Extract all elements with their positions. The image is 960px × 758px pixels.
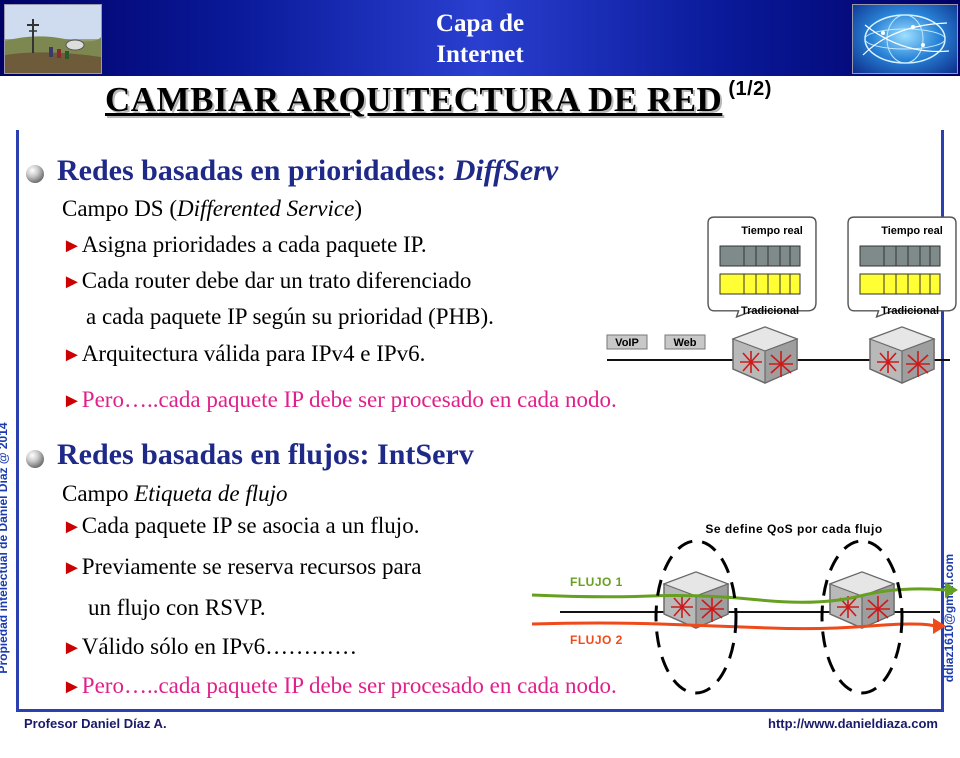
arrow-bullet-icon: ► <box>62 557 82 579</box>
section2-item-text: Válido sólo en IPv6………… <box>81 634 358 659</box>
section2-item-text: Cada paquete IP se asocia a un flujo. <box>81 513 420 538</box>
section2-field: Campo Etiqueta de flujo <box>62 480 288 508</box>
header-photo-right <box>852 4 958 74</box>
section1-item: ►Asigna prioridades a cada paquete IP. <box>62 231 427 260</box>
section1-item-continuation: a cada paquete IP según su prioridad (PH… <box>86 304 494 329</box>
section2-item: ►Cada paquete IP se asocia a un flujo. <box>62 512 419 541</box>
section1-item: ►Cada router debe dar un trato diferenci… <box>62 267 471 296</box>
arrow-bullet-icon: ► <box>62 344 82 366</box>
copyright-side-text: Propiedad intelectual de Daniel Díaz @ 2… <box>0 422 10 674</box>
section1-warning-text: Pero…..cada paquete IP debe ser procesad… <box>81 387 617 412</box>
section1-bullet-icon <box>26 165 44 183</box>
slide-title: CAMBIAR ARQUITECTURA DE RED(1/2) <box>105 78 772 120</box>
arrow-bullet-icon: ► <box>62 516 82 538</box>
section1-heading-italic: DiffServ <box>453 154 559 187</box>
section2-item: ►Previamente se reserva recursos para <box>62 553 422 582</box>
section1-warning-item: ►Pero…..cada paquete IP debe ser procesa… <box>62 386 617 415</box>
header-photo-left <box>4 4 102 74</box>
header-banner: Capa de Internet <box>0 0 960 76</box>
section2-field-text: Campo <box>62 481 135 506</box>
section2-bullet-icon <box>26 450 44 468</box>
section1-field-italic: Differented Service <box>177 196 355 221</box>
section1-field: Campo DS (Differented Service) <box>62 195 362 223</box>
arrow-bullet-icon: ► <box>62 637 82 659</box>
arrow-bullet-icon: ► <box>62 676 82 698</box>
section2-heading: Redes basadas en flujos: IntServ <box>57 438 474 471</box>
header-title: Capa de Internet <box>380 8 580 72</box>
header-title-line2: Internet <box>436 41 524 68</box>
globe-network-image <box>862 14 950 64</box>
section1-item-text: Asigna prioridades a cada paquete IP. <box>81 232 427 257</box>
section1-field-text-b: ) <box>354 196 362 221</box>
header-title-line1: Capa de <box>435 10 525 37</box>
section1-field-text-a: Campo DS ( <box>62 196 177 221</box>
section1-heading: Redes basadas en prioridades: DiffServ <box>57 154 558 188</box>
antenna-field-image <box>5 5 101 73</box>
section2-item-continuation: un flujo con RSVP. <box>88 595 266 620</box>
arrow-bullet-icon: ► <box>62 235 82 257</box>
section2-field-italic: Etiqueta de flujo <box>134 481 288 506</box>
slide-title-main: CAMBIAR ARQUITECTURA DE RED <box>105 80 723 119</box>
arrow-bullet-icon: ► <box>62 271 82 293</box>
footer-url[interactable]: http://www.danieldiaza.com <box>768 716 938 731</box>
section1-heading-text: Redes basadas en prioridades: <box>57 154 454 187</box>
section1-item: ►Arquitectura válida para IPv4 e IPv6. <box>62 340 425 369</box>
section2-item: ►Válido sólo en IPv6………… <box>62 633 357 662</box>
arrow-bullet-icon: ► <box>62 390 82 412</box>
section2-item-text: Previamente se reserva recursos para <box>81 554 422 579</box>
email-side-text: ddiaz1610@gmail.com <box>942 553 956 683</box>
content-frame <box>16 130 944 712</box>
section2-warning-text: Pero…..cada paquete IP debe ser procesad… <box>81 673 617 698</box>
section1-item-text: Arquitectura válida para IPv4 e IPv6. <box>81 341 426 366</box>
slide-title-part: (1/2) <box>728 78 772 100</box>
section2-warning-item: ►Pero…..cada paquete IP debe ser procesa… <box>62 672 617 701</box>
section1-item-text: Cada router debe dar un trato diferencia… <box>81 268 472 293</box>
footer-author: Profesor Daniel Díaz A. <box>24 716 167 731</box>
